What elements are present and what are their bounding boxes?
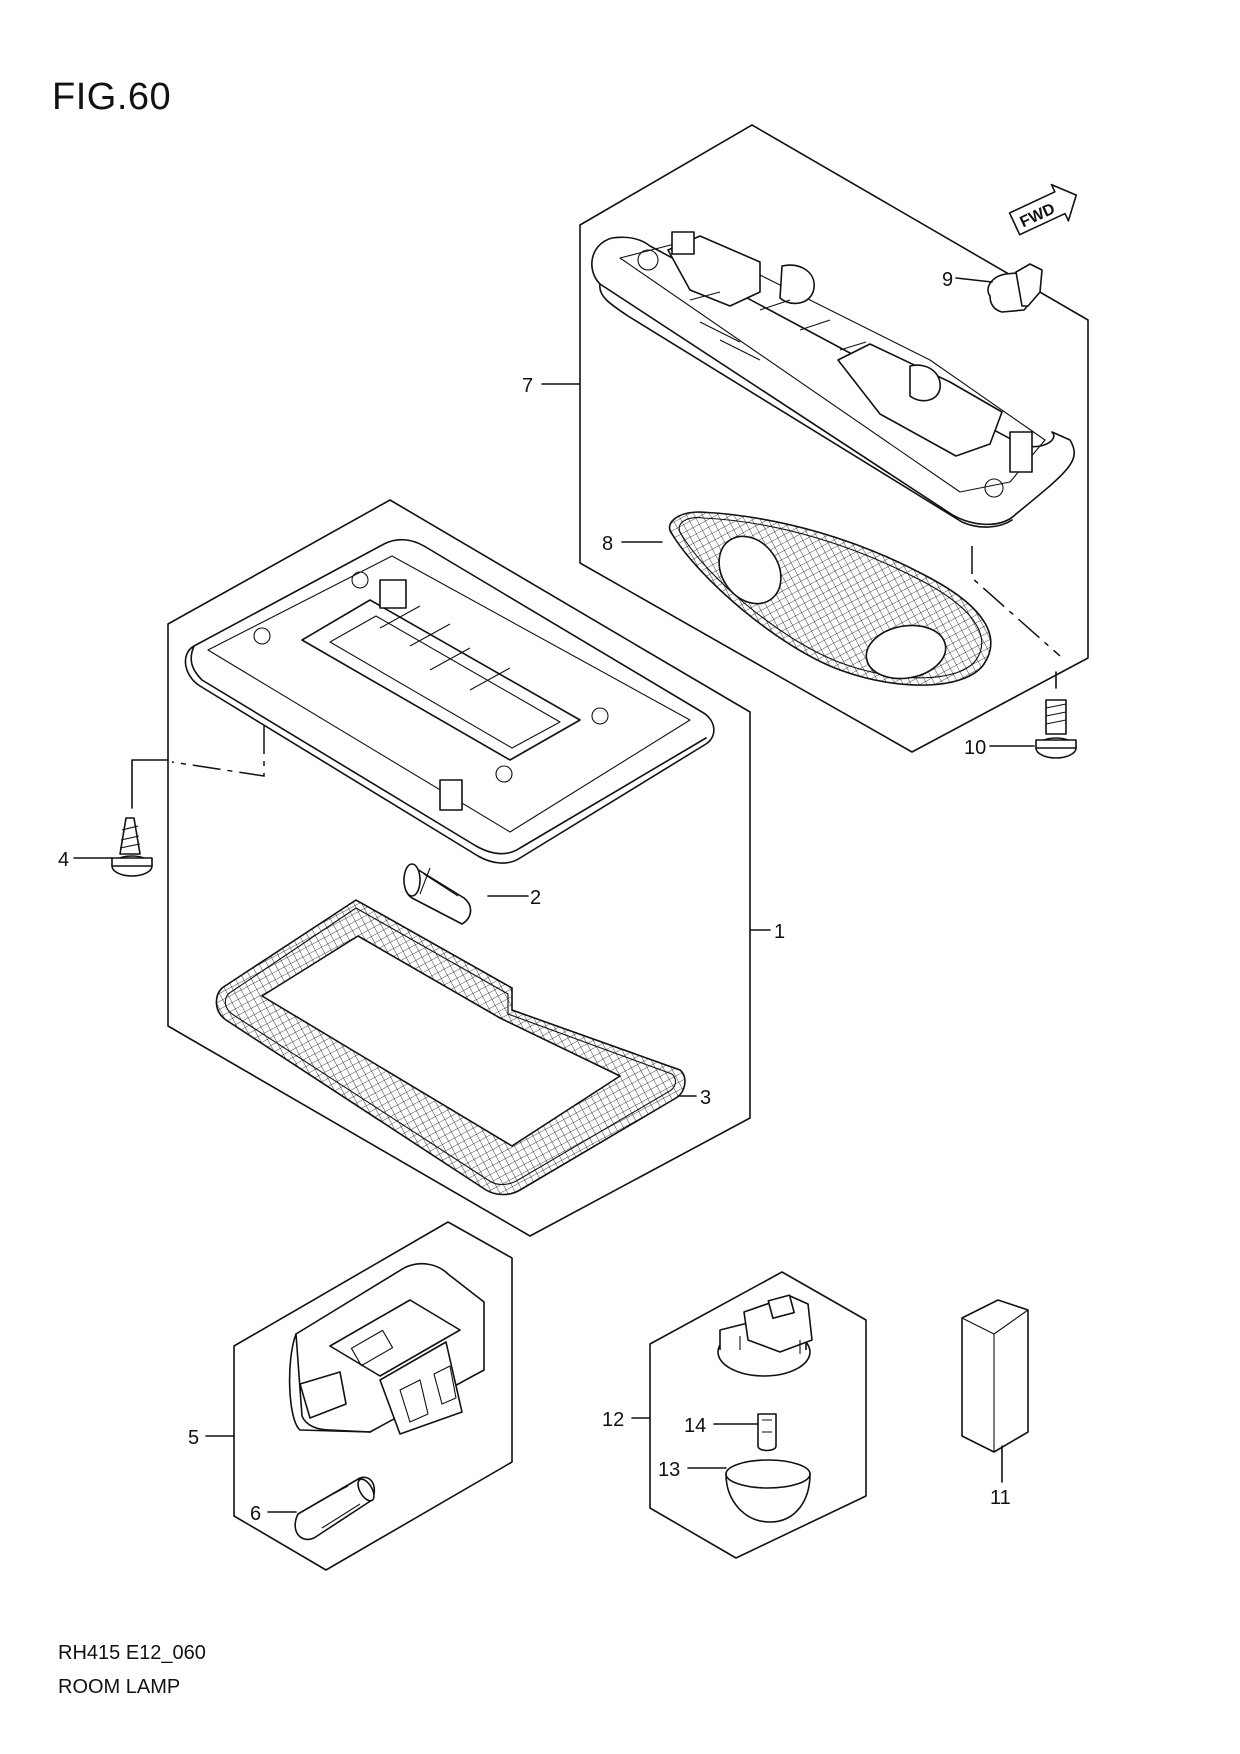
part-label-8: 8 — [602, 533, 613, 555]
part-label-9: 9 — [942, 269, 953, 291]
socket-12 — [717, 1294, 813, 1377]
group-box-5 — [233, 1221, 513, 1571]
screw-4 — [111, 817, 153, 877]
part-label-7: 7 — [522, 375, 533, 397]
figure-title: FIG.60 — [52, 76, 172, 118]
bulb-6 — [294, 1476, 376, 1541]
part-number-labels: 7 9 8 10 4 2 1 3 5 6 12 14 13 11 — [58, 269, 1011, 1525]
lens-8 — [668, 511, 992, 686]
part-label-3: 3 — [700, 1087, 711, 1109]
part-label-14: 14 — [684, 1415, 706, 1437]
bulb-14 — [757, 1413, 777, 1452]
bulb-9 — [987, 263, 1043, 313]
diagram-caption: ROOM LAMP — [58, 1676, 181, 1698]
group-box-7 — [579, 124, 1089, 753]
lamp-housing-7 — [591, 231, 1075, 528]
part-label-4: 4 — [58, 849, 69, 871]
part-label-6: 6 — [250, 1503, 261, 1525]
part-label-13: 13 — [658, 1459, 680, 1481]
part-label-1: 1 — [774, 921, 785, 943]
part-label-11: 11 — [990, 1487, 1011, 1509]
part-label-2: 2 — [530, 887, 541, 909]
lamp-unit-5 — [288, 1262, 485, 1435]
lamp-base-1 — [184, 538, 715, 864]
part-label-5: 5 — [188, 1427, 199, 1449]
part-label-12: 12 — [602, 1409, 624, 1431]
group-box-12 — [649, 1271, 867, 1559]
label-pad-11 — [961, 1299, 1029, 1483]
fwd-arrow-icon: FWD — [1008, 183, 1078, 236]
cover-13 — [725, 1459, 811, 1523]
leader-lines — [73, 277, 1035, 1513]
group-box-1 — [167, 499, 751, 1237]
screw-10 — [1035, 699, 1077, 759]
lens-3 — [215, 899, 686, 1196]
bulb-2 — [403, 863, 472, 925]
part-label-10: 10 — [964, 737, 986, 759]
drawing-code: RH415 E12_060 — [58, 1642, 206, 1664]
